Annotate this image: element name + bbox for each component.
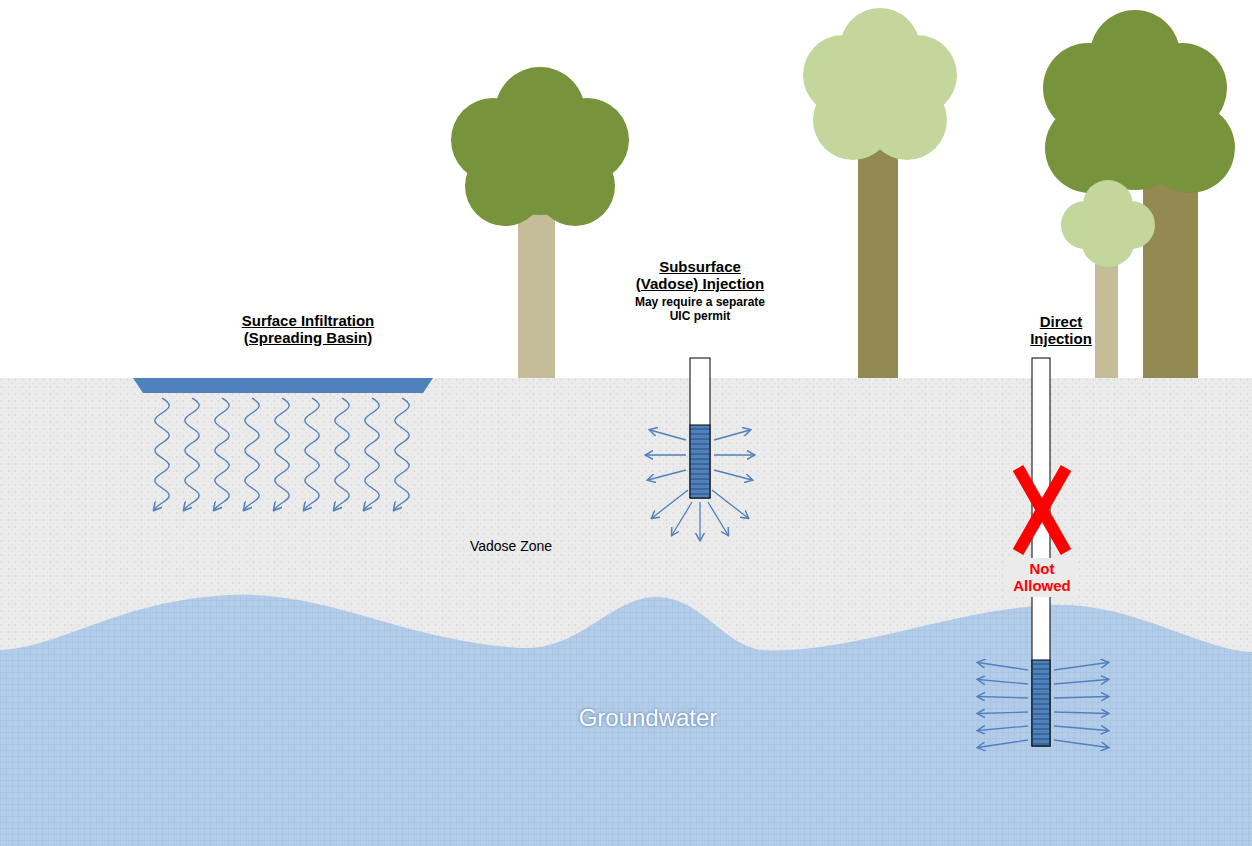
flow-arrow: [978, 697, 1028, 699]
infiltration-arrow: [274, 398, 289, 510]
injection-arrows: [646, 430, 754, 540]
flow-arrow: [978, 740, 1028, 748]
screen-slot: [1032, 724, 1050, 725]
screen-slot: [690, 489, 710, 490]
tree-trunk: [858, 130, 898, 378]
groundwater: [0, 595, 1252, 846]
zone-label: Vadose Zone: [456, 538, 566, 554]
screen-slot: [690, 439, 710, 440]
screen-slot: [1032, 699, 1050, 700]
flow-arrow: [714, 430, 750, 440]
injection-arrows: [978, 663, 1108, 748]
infiltration-arrow: [184, 398, 199, 510]
screen-slot: [690, 454, 710, 455]
flow-arrow: [978, 663, 1028, 671]
screen-slot: [690, 494, 710, 495]
infiltration-arrow: [244, 398, 259, 510]
vadose-zone: [0, 378, 1252, 846]
injection-well: [978, 358, 1108, 748]
screen-slot: [1032, 709, 1050, 710]
screen-slot: [1032, 744, 1050, 745]
infiltration-arrow: [154, 398, 169, 510]
screen-slot: [690, 479, 710, 480]
tree-crown: [1061, 180, 1155, 267]
screen-slot: [1032, 664, 1050, 665]
screen-slot: [1032, 719, 1050, 720]
screen-slot: [690, 429, 710, 430]
screen-slot: [1032, 714, 1050, 715]
flow-arrow: [1054, 697, 1108, 699]
screen-slot: [690, 484, 710, 485]
tree: [803, 8, 957, 378]
infiltration-arrow: [214, 398, 229, 510]
flow-arrow: [978, 680, 1028, 685]
screen-slot: [1032, 669, 1050, 670]
screen-slot: [690, 469, 710, 470]
flow-arrow: [672, 502, 692, 535]
tree-crown: [803, 8, 957, 160]
tree-crown: [451, 67, 629, 226]
method-label: Surface Infiltration (Spreading Basin): [226, 312, 391, 347]
screen-slot: [690, 434, 710, 435]
flow-arrow: [646, 454, 686, 455]
well-casing: [1032, 358, 1050, 746]
infiltration-arrow: [304, 398, 319, 510]
well-casing: [690, 358, 710, 498]
screen-slots: [1032, 664, 1050, 744]
vadose-well: [646, 358, 754, 540]
infiltration-arrow: [334, 398, 349, 510]
screen-slots: [690, 429, 710, 494]
screen-slot: [690, 474, 710, 475]
screen-slot: [1032, 739, 1050, 740]
screen-slot: [690, 444, 710, 445]
flow-arrow: [712, 490, 748, 518]
screen-slot: [1032, 694, 1050, 695]
tree: [1061, 180, 1155, 378]
screen-slot: [690, 464, 710, 465]
flow-arrow: [650, 430, 686, 440]
flow-arrow: [978, 726, 1028, 731]
warning-label: Not Allowed: [1006, 558, 1078, 597]
note-label: May require a separate UIC permit: [633, 296, 768, 324]
zone-label: Groundwater: [548, 704, 748, 732]
infiltration-arrow: [364, 398, 379, 510]
flow-arrow: [978, 712, 1028, 714]
screen-slot: [690, 449, 710, 450]
screen-slot: [1032, 684, 1050, 685]
screen-slot: [690, 459, 710, 460]
screen-slot: [1032, 674, 1050, 675]
tree: [451, 67, 629, 378]
well-screen: [690, 425, 710, 498]
flow-arrow: [699, 502, 700, 540]
screen-slot: [1032, 689, 1050, 690]
screen-slot: [1032, 734, 1050, 735]
flow-arrow: [708, 502, 728, 535]
method-label: Direct Injection: [1020, 313, 1102, 348]
spreading-basin: [133, 378, 433, 393]
flow-arrow: [1054, 712, 1108, 714]
prohibited-mark: [1018, 468, 1066, 552]
flow-arrow: [1054, 740, 1108, 748]
screen-slot: [1032, 704, 1050, 705]
flow-arrow: [714, 470, 752, 480]
screen-slot: [1032, 729, 1050, 730]
infiltration-arrows: [154, 398, 409, 510]
screen-slot: [1032, 679, 1050, 680]
flow-arrow: [714, 454, 754, 455]
tree-trunk: [518, 200, 555, 378]
tree-crown: [1043, 10, 1235, 193]
tree-trunk: [1143, 180, 1198, 378]
flow-arrow: [1054, 680, 1108, 685]
flow-arrow: [648, 470, 686, 480]
well-screen: [1032, 660, 1050, 746]
red-cross: [1018, 468, 1066, 552]
flow-arrow: [652, 490, 688, 518]
method-label: Subsurface (Vadose) Injection: [629, 258, 771, 293]
flow-arrow: [1054, 663, 1108, 671]
flow-arrow: [1054, 726, 1108, 731]
infiltration-arrow: [394, 398, 409, 510]
